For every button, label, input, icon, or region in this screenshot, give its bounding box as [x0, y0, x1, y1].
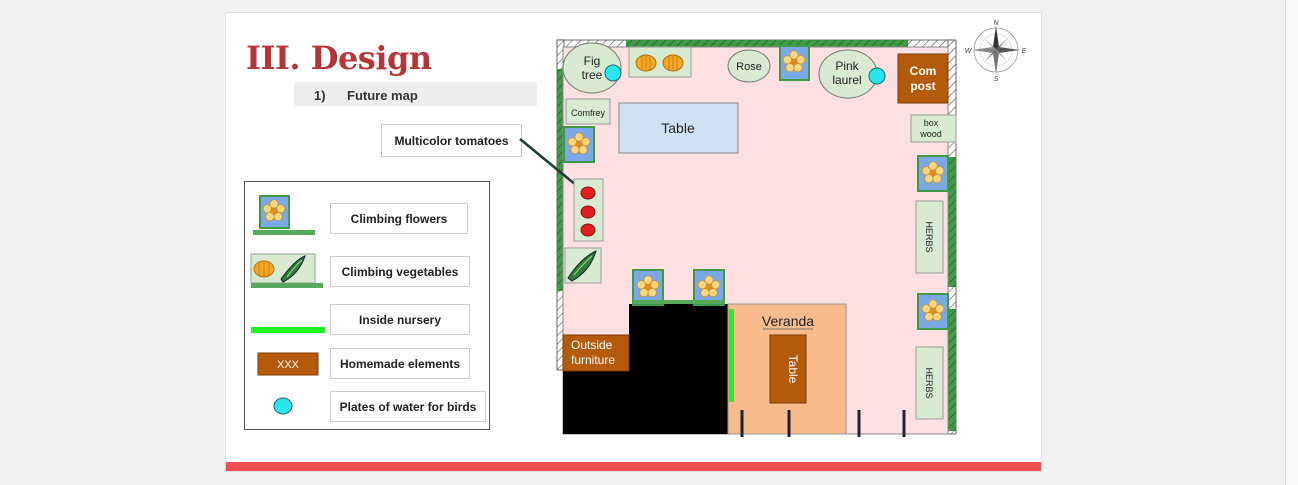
inside-nursery-line [729, 309, 734, 402]
legend-label-climbing-flowers: Climbing flowers [330, 203, 468, 234]
brown-box-icon: XXX [257, 352, 319, 376]
compass-w: W [965, 48, 973, 55]
garden-table [618, 102, 739, 154]
box-wood [910, 114, 957, 143]
legend-label-homemade-elements: Homemade elements [330, 348, 470, 379]
slide: III. Design 1) Future map Multicolor tom… [225, 12, 1042, 472]
veranda-posts [740, 410, 906, 437]
compass-s: S [994, 76, 999, 83]
green-line-icon [251, 327, 325, 333]
scrollbar[interactable] [1285, 0, 1298, 485]
fig-tree [562, 42, 622, 94]
compass-e: E [1022, 48, 1027, 55]
garden-table-label: Table [661, 120, 695, 136]
east-hedge-2 [948, 309, 956, 431]
legend-label-inside-nursery: Inside nursery [330, 304, 470, 335]
homemade-sample-text: XXX [277, 359, 300, 371]
outside-furniture [562, 334, 630, 372]
herbs-bed-1 [915, 200, 944, 274]
building-west [563, 371, 631, 434]
flower-icon [253, 195, 315, 235]
water-plate-fig [604, 64, 622, 82]
legend-label-water-plates: Plates of water for birds [330, 391, 486, 422]
tomatoes-callout: Multicolor tomatoes [381, 124, 522, 157]
legend-icons: XXX [250, 195, 325, 415]
vegetables-icon [250, 253, 323, 288]
comfrey [565, 98, 611, 125]
west-hedge [557, 69, 564, 291]
veranda-table-label: Table [786, 355, 800, 384]
bottom-accent-bar [226, 462, 1041, 471]
veranda-table [769, 334, 807, 404]
herbs-1-label: HERBS [924, 221, 934, 252]
compost [897, 53, 949, 104]
east-hedge-1 [948, 157, 956, 287]
herbs-bed-2 [915, 346, 944, 420]
herbs-2-label: HERBS [924, 367, 934, 398]
page-title: III. Design [246, 39, 432, 77]
legend: XXX Climbing flowers Climbing vegetables… [244, 181, 490, 430]
callout-pointer [519, 138, 577, 186]
rose-label: Rose [736, 61, 762, 73]
water-plate-icon [273, 397, 293, 415]
building-main [629, 304, 729, 434]
subtitle-box: 1) Future map [294, 82, 537, 106]
legend-label-climbing-vegetables: Climbing vegetables [330, 256, 470, 287]
subtitle-number: 1) [314, 88, 326, 103]
rose [727, 49, 771, 83]
comfrey-label: Comfrey [571, 108, 606, 118]
veranda-label: Veranda [762, 313, 814, 329]
north-hedge [626, 40, 908, 47]
water-plate-laurel [868, 67, 886, 85]
compass-rose-icon: N S E W [965, 20, 1027, 83]
subtitle-text: Future map [347, 88, 418, 103]
compass-n: N [993, 20, 999, 27]
